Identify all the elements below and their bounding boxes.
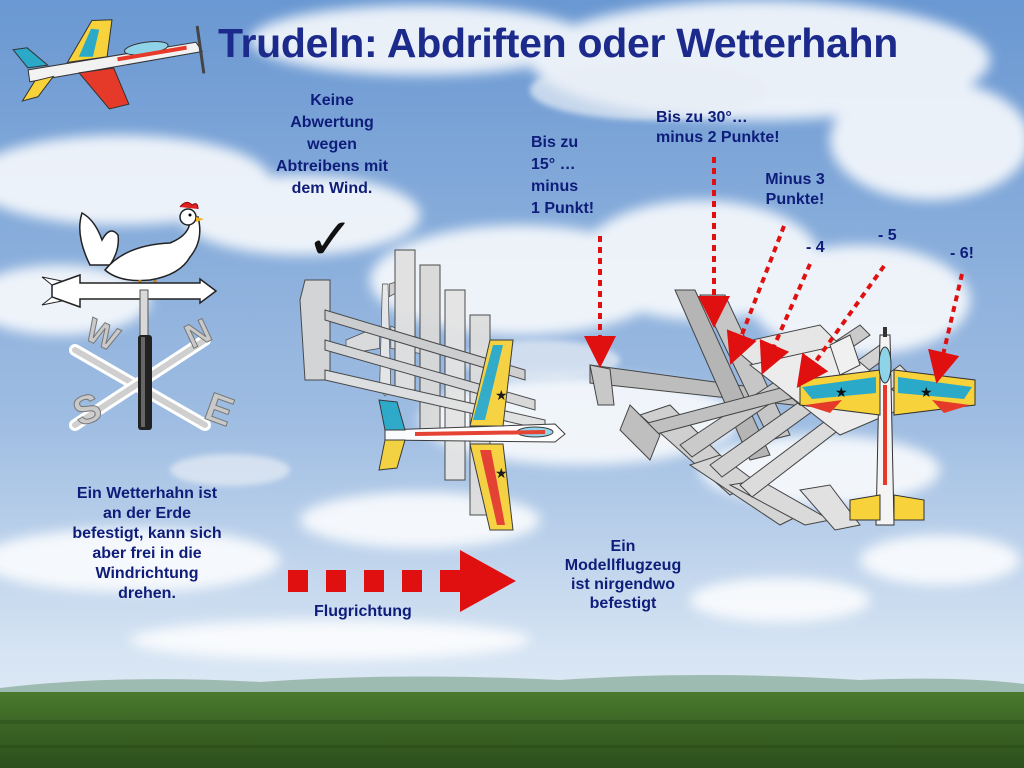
arrow-minus3 [726,225,786,365]
flight-direction-label: Flugrichtung [314,603,412,620]
ground [0,692,1024,768]
weathervane-desc-line: Ein Wetterhahn ist [76,485,218,502]
penalty-30-label: Bis zu 30°… minus 2 Punkte! [656,108,826,148]
weathervane-desc-line: drehen. [118,585,176,602]
model-desc-line: Modellflugzeug [564,557,682,574]
no-penalty-line: dem Wind. [291,180,373,197]
checkmark-icon: ✓ [306,205,355,273]
weathervane-rooster-icon [41,201,218,431]
no-penalty-line: Keine [310,92,354,109]
no-penalty-line: wegen [307,136,357,153]
model-desc-line: ist nirgendwo [571,576,675,593]
weathervane-desc-line: an der Erde [102,505,192,522]
weathervane-description: Ein Wetterhahn ist an der Erde befestigt… [52,484,242,604]
model-description: Ein Modellflugzeug ist nirgendwo befesti… [548,537,698,613]
penalty-15-line: Bis zu [531,134,579,151]
weathervane-desc-line: befestigt, kann sich [72,525,222,542]
weathervane-desc-line: Windrichtung [95,565,199,582]
penalty-15-line: 15° … [531,156,576,173]
svg-text:★: ★ [835,384,848,400]
model-desc-line: befestigt [589,595,657,612]
arrow-minus4 [759,263,812,375]
svg-text:★: ★ [495,465,508,481]
flight-direction-arrow-icon [288,550,516,612]
no-penalty-line: Abwertung [290,114,374,131]
no-penalty-line: Abtreibens mit [275,158,388,175]
penalty-minus3-label: Minus 3 Punkte! [752,170,838,210]
penalty-30-line: Bis zu 30°… [656,109,748,126]
drifting-planes-stack: ★ ★ [299,249,566,531]
penalty-minus3-line: Minus 3 [765,171,825,188]
penalty-minus6-label: - 6! [950,245,974,262]
no-penalty-label: Keine Abwertung wegen Abtreibens mit dem… [262,90,402,200]
slide-title: Trudeln: Abdriften oder Wetterhahn [218,20,898,66]
penalty-15-line: 1 Punkt! [531,200,595,217]
penalty-minus3-line: Punkte! [765,191,825,208]
penalty-30-line: minus 2 Punkte! [656,129,780,146]
arrow-minus6 [928,273,964,384]
arrow-minus5 [796,264,886,389]
weathervane-desc-line: aber frei in die [92,545,202,562]
airplane-logo-icon [12,19,206,110]
svg-text:★: ★ [920,384,933,400]
penalty-minus4-label: - 4 [806,239,825,256]
weathervaning-planes-stack: ★ ★ [589,289,976,531]
svg-text:★: ★ [495,387,508,403]
penalty-minus5-label: - 5 [878,227,897,244]
penalty-15-label: Bis zu 15° … minus 1 Punkt! [531,132,621,220]
model-desc-line: Ein [610,538,636,555]
penalty-15-line: minus [531,178,579,195]
